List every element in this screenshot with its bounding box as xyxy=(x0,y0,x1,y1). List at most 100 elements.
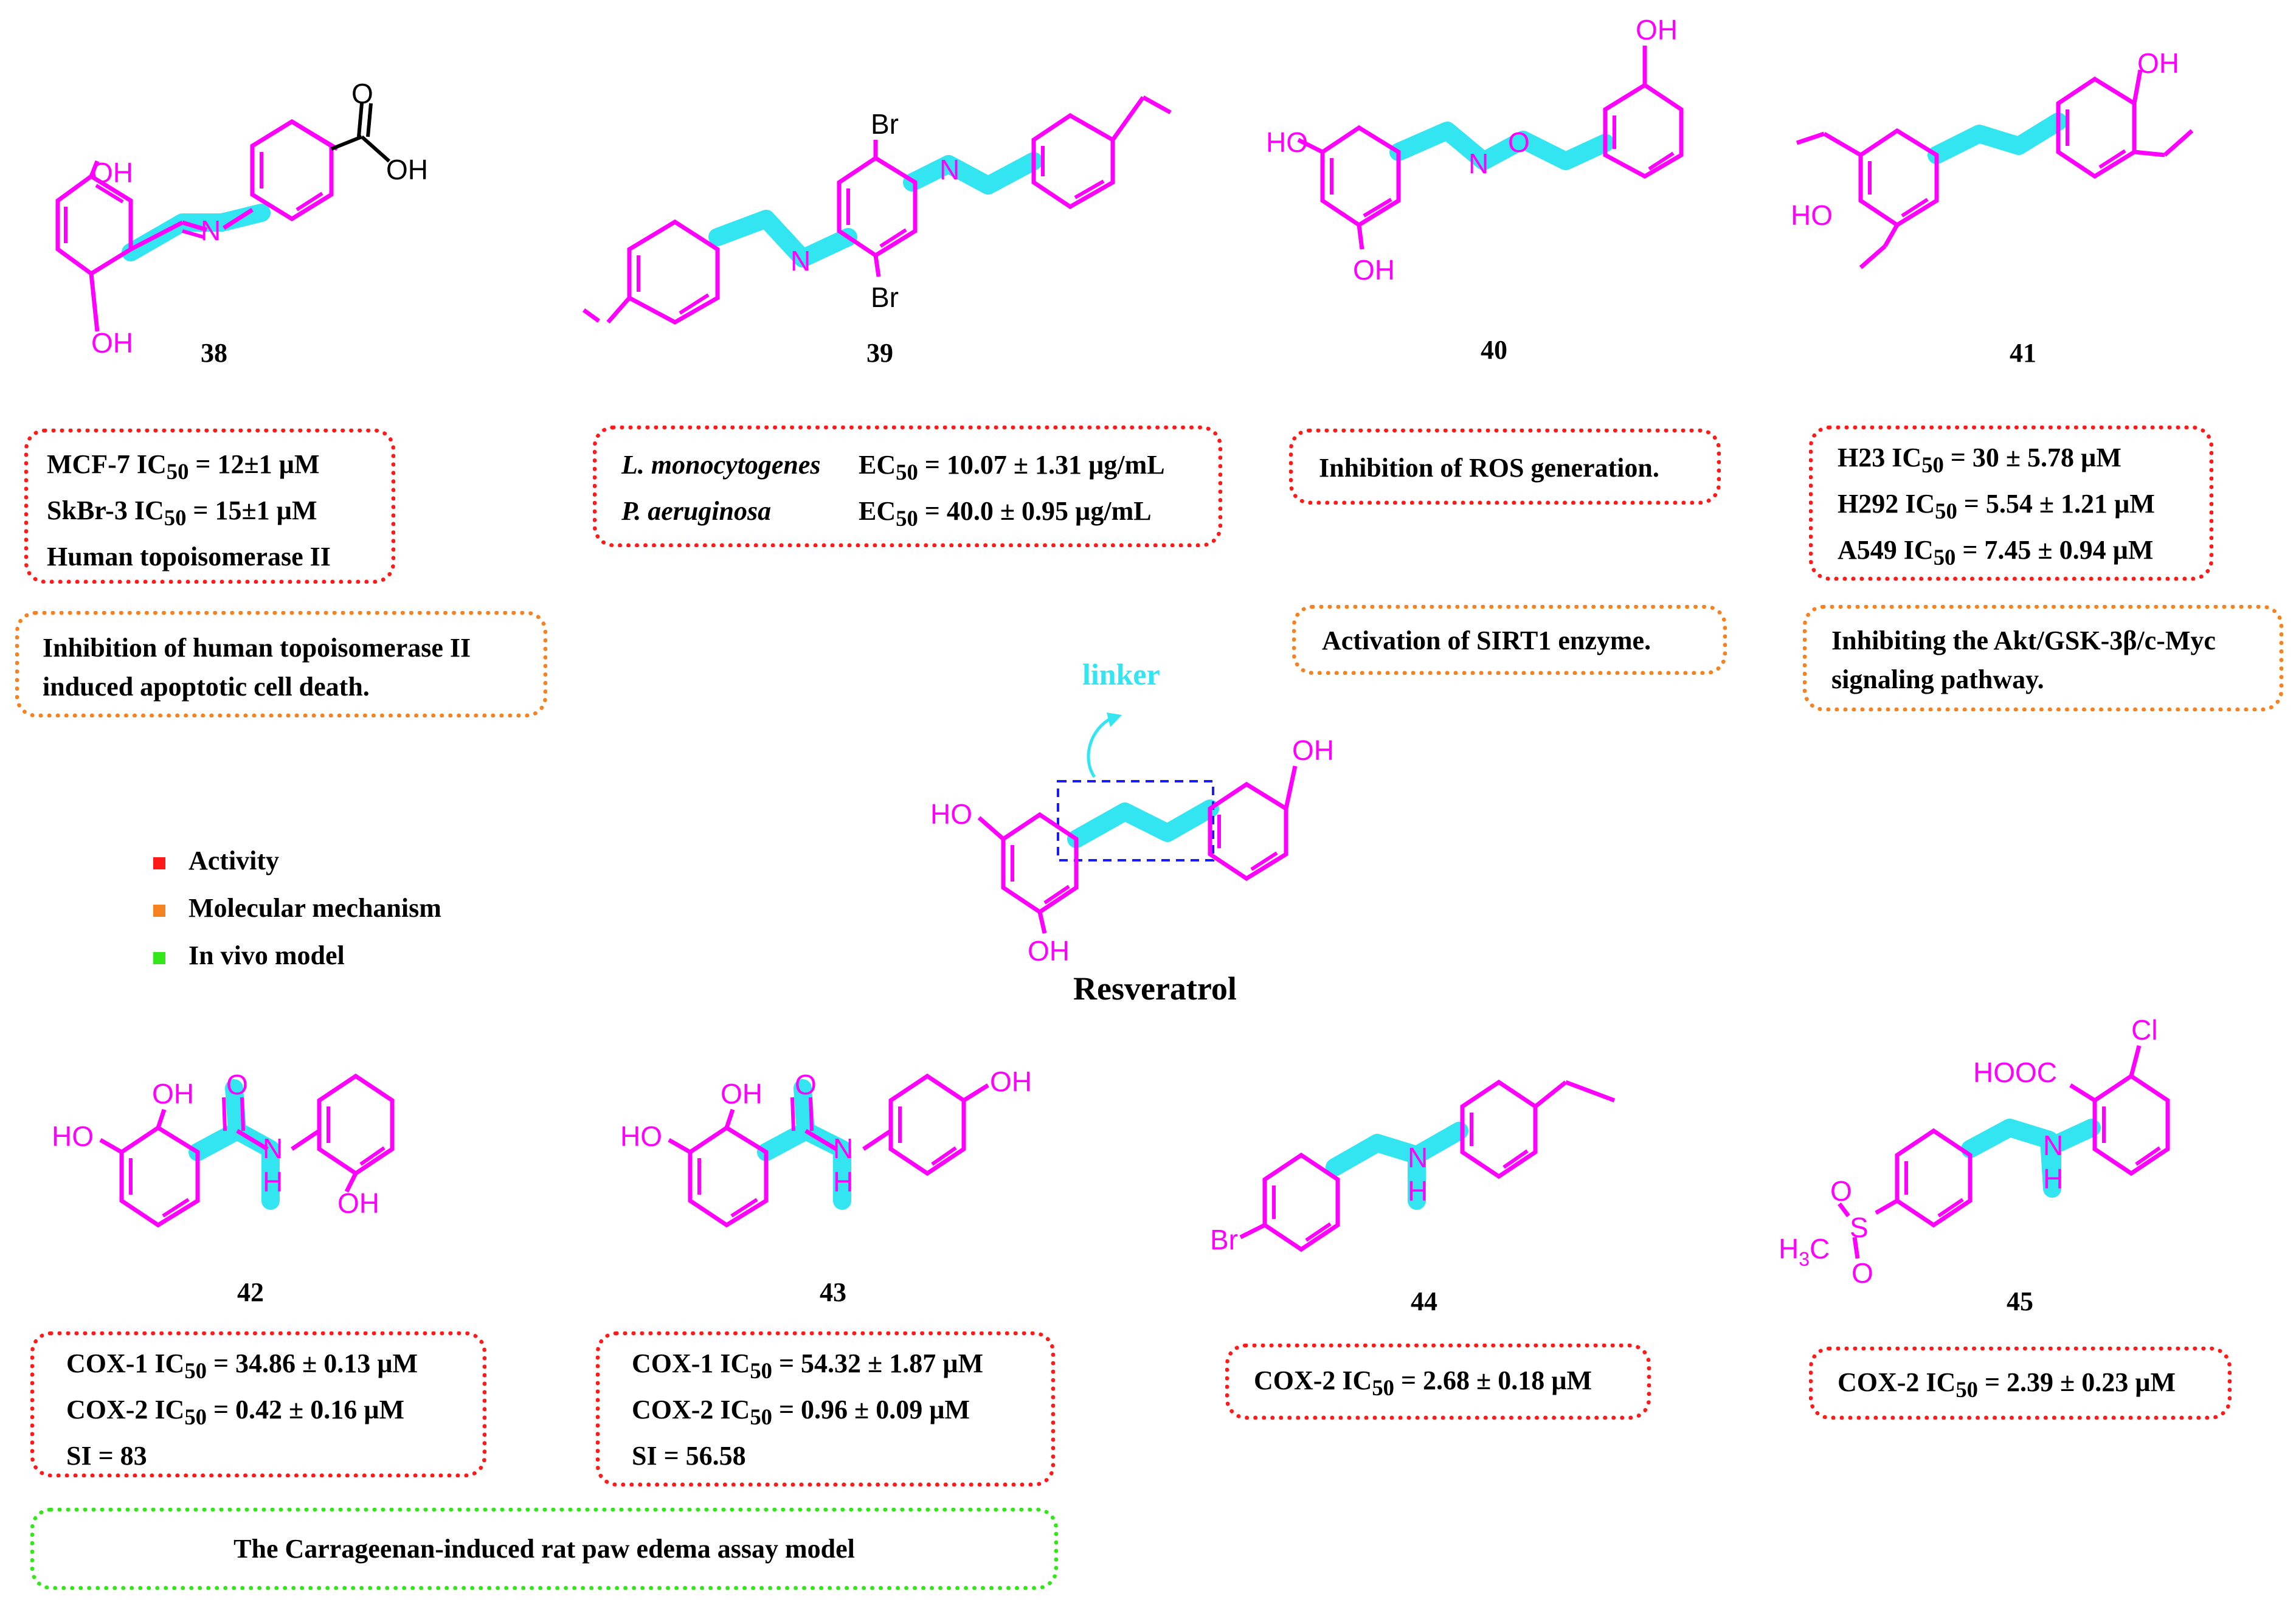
mechanism-box-40: Activation of SIRT1 enzyme. xyxy=(1292,605,1727,675)
structure-42: OH HO O N H OH xyxy=(52,1069,395,1228)
ring xyxy=(55,173,133,277)
structure-39: Br Br N N xyxy=(582,95,1172,325)
activity-line: COX-2 IC50 = 0.42 ± 0.16 µM xyxy=(66,1394,405,1429)
atom-label: OH xyxy=(1636,14,1678,46)
resveratrol-title: Resveratrol xyxy=(1073,970,1237,1007)
atom-label: N xyxy=(790,245,811,277)
atom-label: N xyxy=(1468,148,1489,179)
atom-label: O xyxy=(1852,1257,1873,1289)
in-vivo-label: The Carrageenan-induced rat paw edema as… xyxy=(233,1533,855,1564)
mechanism-line: Inhibiting the Akt/GSK-3β/c-Myc xyxy=(1831,626,2216,655)
activity-line: H292 IC50 = 5.54 ± 1.21 µM xyxy=(1838,488,2155,523)
activity-box-40: Inhibition of ROS generation. xyxy=(1289,429,1721,505)
atom-label: OH xyxy=(1028,935,1070,967)
mechanism-box-41: Inhibiting the Akt/GSK-3β/c-Myc signalin… xyxy=(1803,605,2283,711)
structure-44: Br N H xyxy=(1210,1079,1616,1255)
activity-box-44: COX-2 IC50 = 2.68 ± 0.18 µM xyxy=(1225,1344,1651,1420)
atom-label: O xyxy=(226,1069,248,1100)
in-vivo-box: The Carrageenan-induced rat paw edema as… xyxy=(30,1508,1058,1590)
compound-number-38: 38 xyxy=(201,338,227,368)
atom-label: OH xyxy=(152,1078,194,1110)
linker-arrow xyxy=(1087,716,1114,778)
legend-swatch-activity xyxy=(153,857,165,869)
atom-label: N xyxy=(833,1133,853,1164)
linker-box xyxy=(1057,780,1214,861)
activity-line: COX-1 IC50 = 54.32 ± 1.87 µM xyxy=(632,1348,984,1383)
activity-box-43: COX-1 IC50 = 54.32 ± 1.87 µM COX-2 IC50 … xyxy=(596,1331,1055,1486)
linker-label: linker xyxy=(1082,657,1160,691)
legend-label: Activity xyxy=(188,846,280,875)
atom-label: H xyxy=(1408,1175,1428,1207)
atom-label: OH xyxy=(91,157,133,188)
atom-label: N xyxy=(201,215,221,246)
compound-number-40: 40 xyxy=(1481,335,1507,365)
atom-label: OH xyxy=(721,1078,762,1110)
atom-label: S xyxy=(1850,1212,1869,1243)
activity-line: Human topoisomerase II xyxy=(47,541,331,571)
atom-label: Br xyxy=(871,108,899,140)
atom-label: N xyxy=(1408,1142,1428,1173)
atom-label: H xyxy=(2043,1163,2063,1195)
atom-label: OH xyxy=(1292,734,1334,766)
compound-number-44: 44 xyxy=(1411,1286,1437,1316)
activity-line: MCF-7 IC50 = 12±1 µM xyxy=(47,449,320,484)
atom-label: OH xyxy=(337,1187,379,1219)
atom-label: HO xyxy=(1266,126,1308,158)
structure-resveratrol: HO OH OH xyxy=(930,713,1334,967)
atom-label: H xyxy=(263,1166,283,1198)
structure-41: OH HO xyxy=(1791,47,2194,269)
atom-label: N xyxy=(939,154,960,185)
activity-line: COX-2 IC50 = 2.39 ± 0.23 µM xyxy=(1838,1367,2176,1402)
structure-43: OH HO O N H OH xyxy=(620,1066,1032,1228)
compound-number-41: 41 xyxy=(2010,338,2036,368)
activity-line: SI = 56.58 xyxy=(632,1440,746,1471)
atom-label: Br xyxy=(871,281,899,313)
activity-line: COX-1 IC50 = 34.86 ± 0.13 µM xyxy=(66,1348,418,1383)
activity-box-38: MCF-7 IC50 = 12±1 µM SkBr-3 IC50 = 15±1 … xyxy=(24,429,395,584)
structure-40: HO OH OH N O xyxy=(1266,14,1684,286)
atom-label: OH xyxy=(91,327,133,359)
activity-line: COX-2 IC50 = 2.68 ± 0.18 µM xyxy=(1254,1365,1592,1400)
mechanism-line: signaling pathway. xyxy=(1831,665,2044,694)
atom-label: N xyxy=(2043,1130,2063,1161)
activity-line: SI = 83 xyxy=(66,1440,147,1471)
activity-line: COX-2 IC50 = 0.96 ± 0.09 µM xyxy=(632,1394,970,1429)
legend-swatch-in-vivo xyxy=(153,952,165,964)
atom-label: HO xyxy=(52,1120,94,1152)
atom-label: O xyxy=(1508,126,1530,158)
legend-swatch-mechanism xyxy=(153,905,165,917)
compound-number-43: 43 xyxy=(820,1277,846,1307)
mechanism-line: Inhibition of human topoisomerase II xyxy=(43,633,471,663)
compound-number-45: 45 xyxy=(2007,1286,2033,1316)
atom-label: HO xyxy=(930,798,972,830)
atom-label: OH xyxy=(2137,47,2179,79)
atom-label: H xyxy=(833,1166,853,1198)
activity-box-45: COX-2 IC50 = 2.39 ± 0.23 µM xyxy=(1809,1347,2232,1420)
atom-label: OH xyxy=(990,1066,1032,1097)
atom-label: O xyxy=(351,78,373,109)
atom-label: Cl xyxy=(2131,1014,2157,1046)
atom-label: HOOC xyxy=(1973,1057,2057,1088)
legend-label: Molecular mechanism xyxy=(188,893,441,923)
structure-38: OH OH O OH N xyxy=(55,78,428,359)
activity-line: Inhibition of ROS generation. xyxy=(1319,453,1659,483)
legend-label: In vivo model xyxy=(188,941,345,970)
activity-box-41: H23 IC50 = 30 ± 5.78 µM H292 IC50 = 5.54… xyxy=(1809,426,2213,581)
methyl-label: H3C xyxy=(1779,1233,1830,1270)
compound-number-42: 42 xyxy=(237,1277,264,1307)
atom-label: HO xyxy=(1791,199,1833,231)
atom-label: O xyxy=(795,1069,817,1100)
compound-number-39: 39 xyxy=(866,338,893,368)
atom-label: N xyxy=(263,1133,283,1164)
mechanism-box-38: Inhibition of human topoisomerase II ind… xyxy=(15,611,547,717)
mechanism-line: Activation of SIRT1 enzyme. xyxy=(1322,626,1651,655)
structure-45: HOOC Cl N H S O O H3C xyxy=(1779,1014,2170,1289)
activity-line: SkBr-3 IC50 = 15±1 µM xyxy=(47,495,317,530)
activity-line: A549 IC50 = 7.45 ± 0.94 µM xyxy=(1838,534,2154,570)
atom-label: HO xyxy=(620,1120,662,1152)
